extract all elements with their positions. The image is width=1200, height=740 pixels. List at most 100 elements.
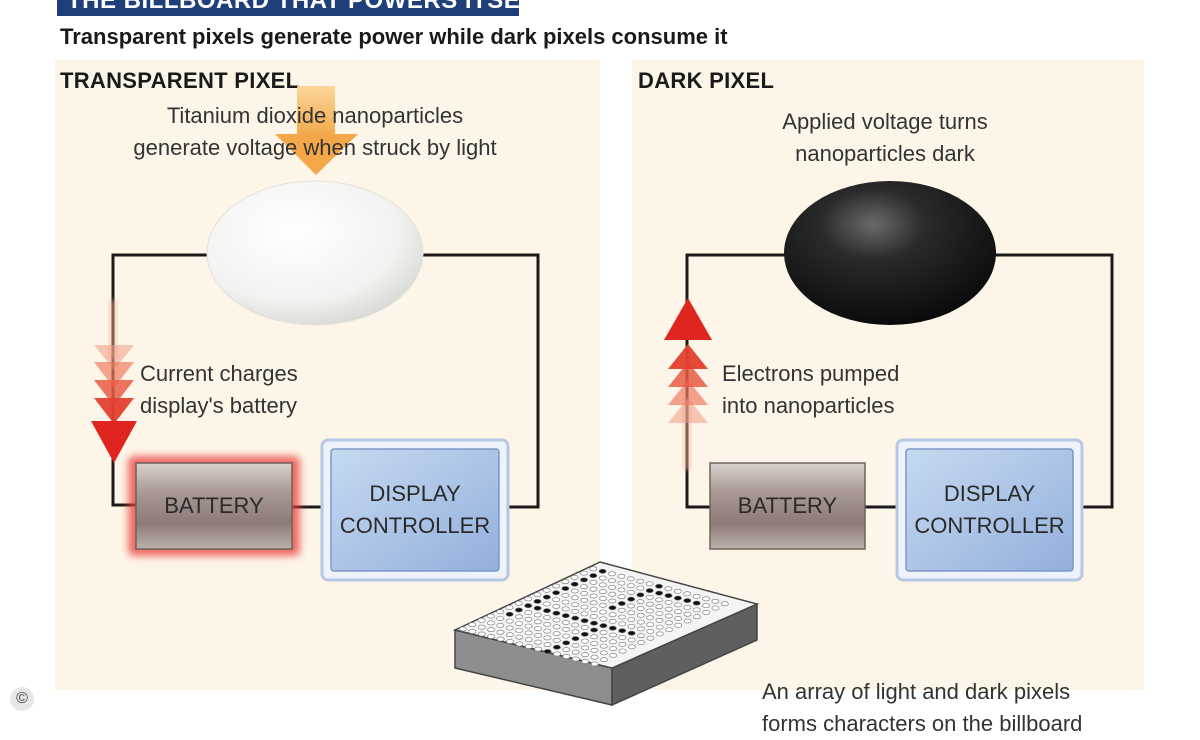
light-pixel-dot xyxy=(655,624,664,630)
dark-pixel-dot xyxy=(627,596,635,602)
dark-pixel-dot xyxy=(543,608,551,614)
caption-line: Electrons pumped xyxy=(722,361,900,386)
dark-pixel-dot xyxy=(674,595,682,601)
light-pixel-dot xyxy=(562,654,571,659)
light-pixel-dot xyxy=(664,613,673,619)
dark-pixel-dot xyxy=(542,594,551,600)
light-pixel-dot xyxy=(543,642,552,648)
light-pixel-dot xyxy=(581,645,589,651)
light-pixel-dot xyxy=(570,575,579,580)
circuit-diagram xyxy=(91,86,1114,707)
light-pixel-dot xyxy=(608,598,617,604)
light-pixel-dot xyxy=(571,656,580,662)
light-pixel-dot xyxy=(505,625,514,631)
light-pixel-dot xyxy=(477,624,486,630)
left-controller-label: DISPLAY CONTROLLER xyxy=(331,478,499,542)
light-pixel-dot xyxy=(655,617,664,623)
dark-pixel-dot xyxy=(655,583,663,589)
light-pixel-dot xyxy=(674,616,683,621)
light-pixel-dot xyxy=(459,626,467,632)
light-pixel-dot xyxy=(496,616,505,621)
dark-pixel-dot xyxy=(590,620,598,626)
caption-line: forms characters on the billboard xyxy=(762,711,1083,736)
light-pixel-dot xyxy=(693,614,701,620)
light-pixel-dot xyxy=(702,596,710,602)
light-pixel-dot xyxy=(580,570,588,576)
pixel-dots xyxy=(459,566,729,667)
right-controller-label: DISPLAY CONTROLLER xyxy=(906,478,1073,542)
light-pixel-dot xyxy=(627,590,635,595)
light-pixel-dot xyxy=(561,606,570,612)
light-pixel-dot xyxy=(552,604,561,609)
light-pixel-dot xyxy=(599,609,608,615)
light-pixel-dot xyxy=(562,633,570,639)
light-pixel-dot xyxy=(637,640,645,645)
light-pixel-dot xyxy=(589,586,598,592)
light-pixel-dot xyxy=(580,591,589,596)
light-pixel-dot xyxy=(570,588,579,594)
light-pixel-dot xyxy=(702,603,710,608)
light-pixel-dot xyxy=(589,566,598,572)
light-pixel-dot xyxy=(636,612,645,618)
light-pixel-dot xyxy=(589,580,598,585)
light-pixel-dot xyxy=(589,607,598,612)
light-pixel-dot xyxy=(571,622,580,628)
light-pixel-dot xyxy=(664,586,673,592)
light-pixel-dot xyxy=(543,615,551,620)
light-pixel-dot xyxy=(477,631,486,637)
light-pixel-dot xyxy=(552,597,561,602)
light-pixel-dot xyxy=(571,602,579,607)
caption-line: Applied voltage turns xyxy=(782,109,988,134)
dark-pixel-dot xyxy=(505,611,514,617)
battery-charge-caption: Current charges display's battery xyxy=(140,358,298,422)
light-pixel-dot xyxy=(720,601,729,607)
light-pixel-dot xyxy=(655,611,664,616)
light-pixel-dot xyxy=(599,589,607,595)
light-pixel-dot xyxy=(636,599,645,605)
dark-nanoparticle-caption: Applied voltage turns nanoparticles dark xyxy=(680,106,1090,170)
dark-pixel-dot xyxy=(533,605,542,611)
light-pixel-dot xyxy=(561,599,570,605)
caption-line: nanoparticles dark xyxy=(795,141,975,166)
light-pixel-dot xyxy=(589,593,598,599)
dark-pixel-dot xyxy=(571,615,580,621)
caption-line: An array of light and dark pixels xyxy=(762,679,1071,704)
light-pixel-dot xyxy=(618,635,627,640)
light-pixel-dot xyxy=(505,632,514,638)
light-pixel-dot xyxy=(552,617,561,623)
dark-pixel-dot xyxy=(570,581,579,587)
light-pixel-dot xyxy=(599,616,608,622)
light-pixel-dot xyxy=(636,585,645,591)
light-pixel-dot xyxy=(608,591,617,597)
dark-pixel-dot xyxy=(655,590,663,596)
light-pixel-dot xyxy=(487,627,495,633)
dark-pixel-dot xyxy=(608,625,617,631)
light-pixel-dot xyxy=(711,605,720,611)
light-pixel-dot xyxy=(608,571,616,577)
light-pixel-dot xyxy=(627,624,636,629)
light-pixel-dot xyxy=(543,601,551,607)
light-pixel-dot xyxy=(533,612,542,618)
light-pixel-dot xyxy=(562,620,570,625)
light-pixel-dot xyxy=(608,612,617,617)
transparent-pixel-heading: TRANSPARENT PIXEL xyxy=(60,68,300,93)
dark-pixel-dot xyxy=(562,640,571,646)
dark-pixel-dot xyxy=(580,618,589,624)
light-pixel-dot xyxy=(702,610,711,615)
light-pixel-dot xyxy=(645,595,654,600)
light-pixel-dot xyxy=(674,602,682,608)
light-pixel-dot xyxy=(581,652,589,658)
light-pixel-dot xyxy=(533,619,542,625)
dark-pixel-dot xyxy=(598,568,607,574)
light-pixel-dot xyxy=(534,626,542,631)
light-pixel-dot xyxy=(580,625,589,630)
light-pixel-dot xyxy=(514,600,523,606)
light-pixel-dot xyxy=(496,609,505,615)
light-pixel-dot xyxy=(571,629,580,635)
dark-pixel-dot xyxy=(645,588,654,593)
light-pixel-dot xyxy=(711,598,720,604)
light-pixel-dot xyxy=(581,638,589,644)
light-pixel-dot xyxy=(524,596,532,602)
light-pixel-dot xyxy=(571,595,579,601)
light-pixel-dot xyxy=(580,611,589,617)
